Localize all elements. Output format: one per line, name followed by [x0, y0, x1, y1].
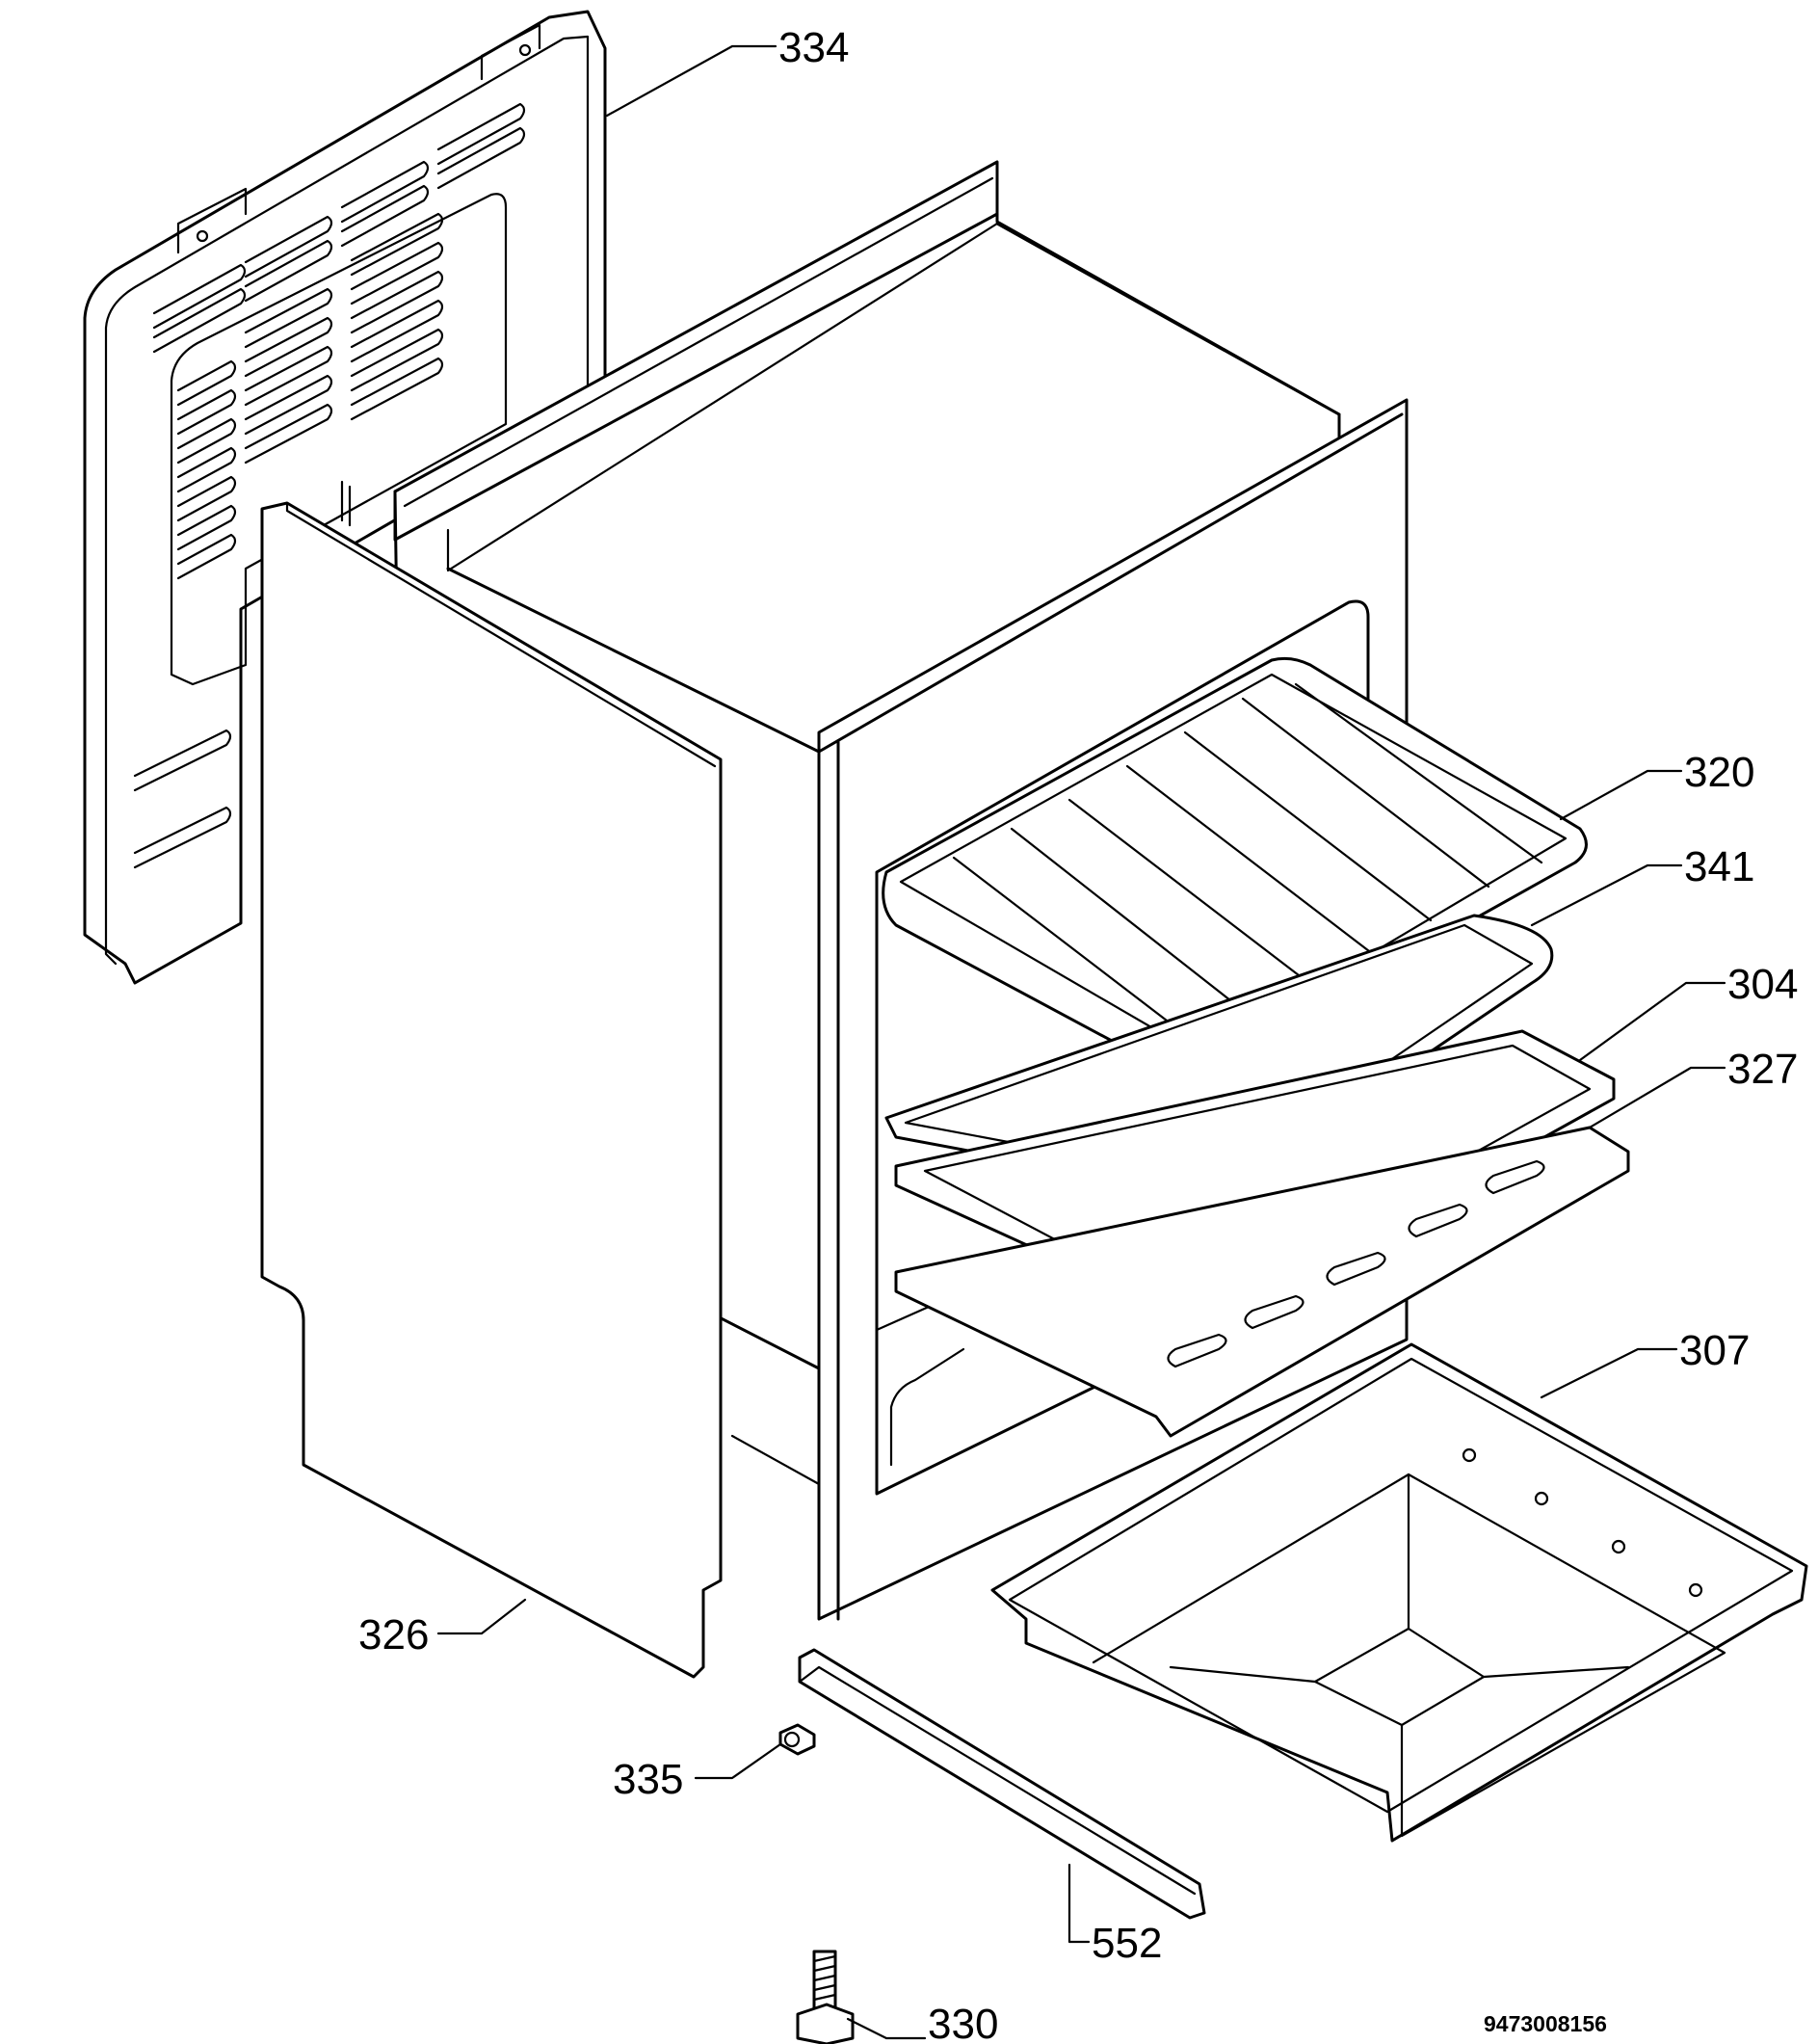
- part-327-baking-tray: [894, 1126, 1630, 1438]
- part-335-nut: [778, 1723, 816, 1756]
- back-panel-vents: [133, 102, 526, 869]
- part-330-foot-screw: [796, 1950, 855, 2044]
- callout-552: 552: [1092, 1920, 1162, 1967]
- callout-334: 334: [778, 24, 849, 71]
- callout-labels: 334 320 341 304 327 307 326 335 552 330 …: [358, 24, 1798, 2044]
- part-307-drip-tray: [990, 1342, 1808, 1843]
- callout-320: 320: [1684, 749, 1754, 796]
- callout-341: 341: [1684, 843, 1754, 890]
- document-number: 9473008156: [1484, 2011, 1607, 2036]
- part-552-rail: [798, 1648, 1206, 1920]
- part-320-wire-shelf: [882, 656, 1588, 1076]
- part-326-side-panel: [260, 501, 723, 1679]
- callout-327: 327: [1727, 1046, 1798, 1093]
- callout-330: 330: [928, 2001, 998, 2044]
- leader-lines: [436, 44, 1726, 2040]
- callout-335: 335: [613, 1756, 683, 1803]
- callout-307: 307: [1679, 1327, 1750, 1374]
- callout-304: 304: [1727, 961, 1798, 1008]
- callout-326: 326: [358, 1611, 429, 1659]
